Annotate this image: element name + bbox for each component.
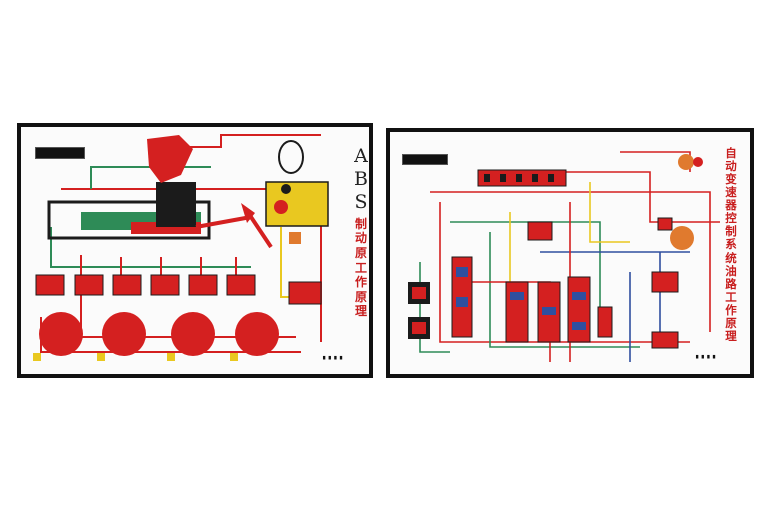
transmission-diagram-board: 自 动 变 速 器 控 制 系 统 油 路 工 作 原 理 ▖▖▖▖	[386, 128, 754, 378]
abs-subtitle-char: 原	[354, 246, 367, 260]
transmission-title-char: 作	[725, 302, 737, 317]
abs-subtitle-char: 原	[354, 289, 367, 304]
abs-title: A B S 制 动 原 工 作 原 理	[349, 145, 373, 319]
abs-subtitle-char: 工	[354, 260, 367, 275]
transmission-footer-mark: ▖▖▖▖	[696, 352, 719, 359]
transmission-title-char: 自	[725, 146, 737, 160]
abs-title-letter: A	[354, 145, 368, 167]
abs-diagram-board: A B S 制 动 原 工 作 原 理 ▖▖▖▖	[17, 123, 373, 378]
transmission-title-char: 工	[725, 289, 737, 304]
transmission-title-char: 路	[725, 276, 737, 291]
abs-subtitle-char: 理	[354, 304, 367, 319]
transmission-title-char: 油	[725, 263, 737, 278]
abs-title-letter: S	[354, 190, 368, 213]
abs-subtitle-char: 制	[354, 216, 367, 231]
transmission-title-char: 统	[725, 250, 737, 265]
transmission-title-char: 理	[725, 328, 737, 343]
abs-footer-mark: ▖▖▖▖	[323, 353, 346, 360]
abs-subtitle-char: 作	[354, 275, 367, 290]
transmission-schematic	[408, 151, 720, 362]
transmission-title-char: 速	[725, 185, 737, 200]
abs-subtitle-char: 动	[354, 231, 367, 246]
abs-label-plate	[35, 147, 85, 159]
transmission-title-char: 原	[725, 315, 737, 330]
transmission-title-char: 变	[725, 172, 737, 187]
transmission-title: 自 动 变 速 器 控 制 系 统 油 路 工 作 原 理	[720, 146, 742, 342]
transmission-title-char: 动	[725, 159, 737, 174]
transmission-title-char: 系	[725, 237, 737, 252]
transmission-title-char: 器	[725, 198, 737, 213]
transmission-label-plate	[402, 154, 448, 165]
abs-title-letter: B	[354, 167, 368, 190]
transmission-title-char: 控	[725, 211, 737, 226]
abs-schematic	[33, 134, 329, 361]
transmission-title-char: 制	[725, 224, 737, 239]
